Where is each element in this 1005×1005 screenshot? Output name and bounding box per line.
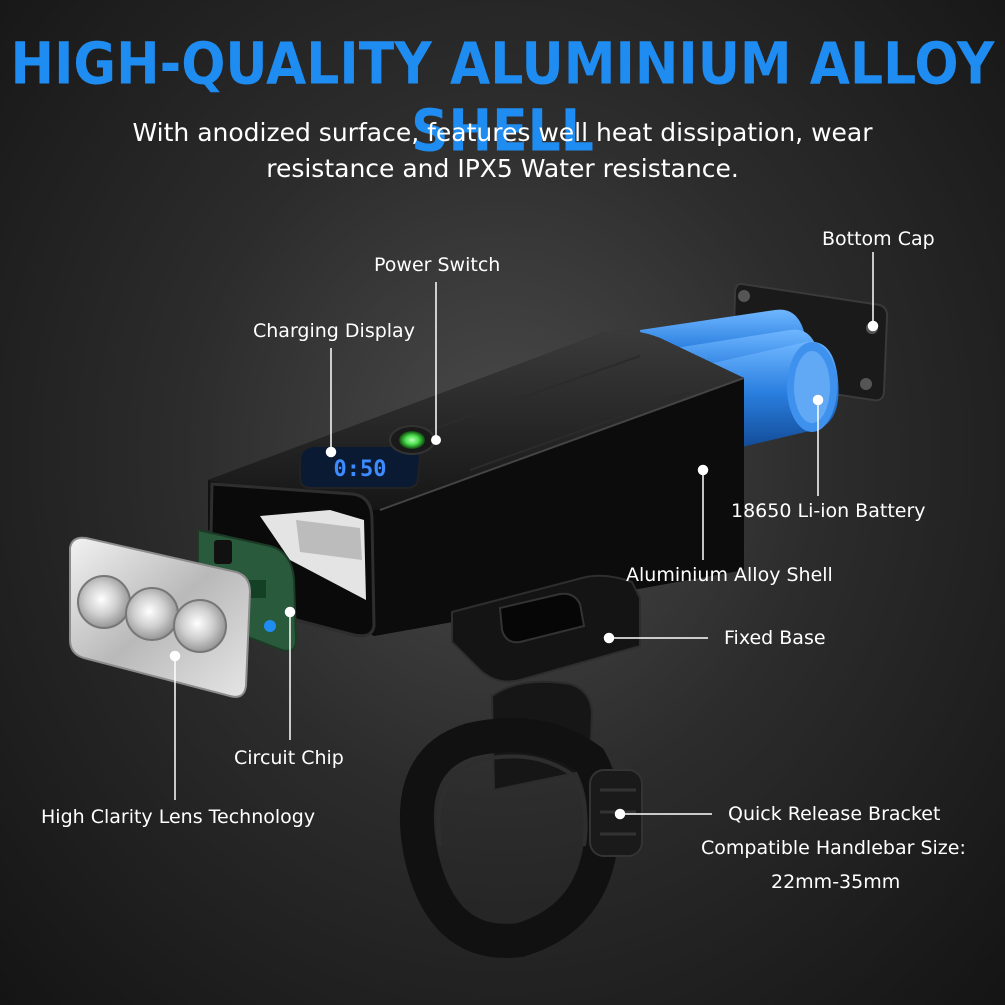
power-switch — [389, 425, 441, 455]
aluminium-shell — [208, 330, 745, 638]
lens-assembly — [69, 536, 252, 698]
fixed-base — [451, 574, 641, 683]
label-circuit-chip: Circuit Chip — [234, 747, 344, 769]
subtitle-line-1: With anodized surface, features well hea… — [132, 118, 873, 147]
callout-lines — [169, 252, 879, 820]
display-readout: 0:50 — [334, 457, 387, 482]
label-bracket-line-3: 22mm-35mm — [771, 871, 901, 893]
label-power-switch: Power Switch — [374, 254, 501, 276]
label-bracket-line-2: Compatible Handlebar Size: — [701, 837, 966, 859]
label-bottom-cap: Bottom Cap — [822, 228, 935, 250]
label-battery: 18650 Li-ion Battery — [731, 500, 926, 522]
label-shell: Aluminium Alloy Shell — [626, 564, 833, 586]
page-title: HIGH-QUALITY ALUMINIUM ALLOY SHELL — [10, 30, 995, 166]
charging-display: 0:50 — [299, 445, 422, 489]
label-charging-display: Charging Display — [253, 320, 415, 342]
subtitle-line-2: resistance and IPX5 Water resistance. — [266, 154, 739, 183]
quick-release-bracket — [399, 680, 643, 958]
label-fixed-base: Fixed Base — [724, 627, 826, 649]
label-bracket-line-1: Quick Release Bracket — [728, 803, 941, 825]
label-lens: High Clarity Lens Technology — [41, 806, 316, 828]
